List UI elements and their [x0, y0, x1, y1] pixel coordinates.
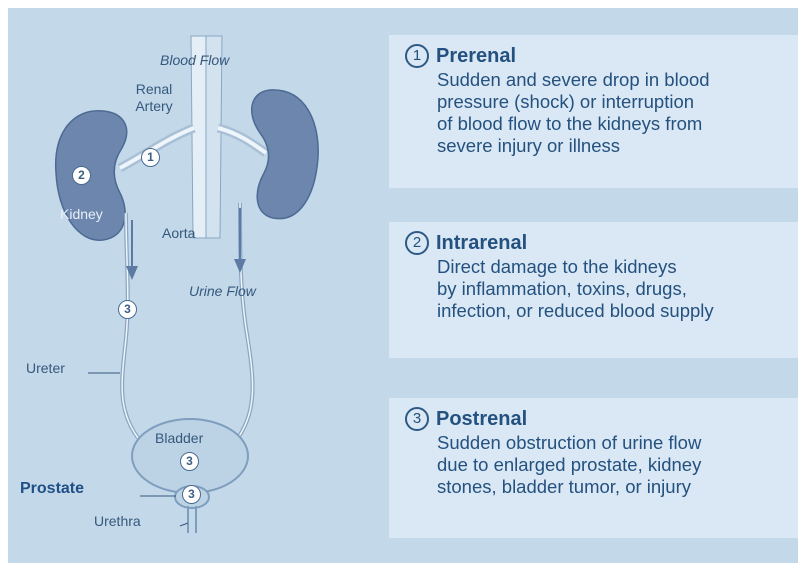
- cause-description: Direct damage to the kidneys by inflamma…: [437, 256, 798, 322]
- cause-title: Postrenal: [436, 408, 527, 431]
- cause-description-line: Sudden and severe drop in blood: [437, 69, 798, 91]
- blood-flow-label: Blood Flow: [160, 52, 229, 68]
- cause-card-postrenal: 3 Postrenal Sudden obstruction of urine …: [389, 398, 798, 538]
- renal-artery-label-line2: Artery: [129, 98, 179, 114]
- renal-artery-label-line1: Renal: [129, 81, 179, 97]
- cause-card-prerenal: 1 Prerenal Sudden and severe drop in blo…: [389, 35, 798, 188]
- cause-description-line: infection, or reduced blood supply: [437, 300, 798, 322]
- prostate-label: Prostate: [20, 481, 84, 497]
- cause-description-line: stones, bladder tumor, or injury: [437, 476, 798, 498]
- cause-description: Sudden and severe drop in blood pressure…: [437, 69, 798, 157]
- cause-description-line: of blood flow to the kidneys from: [437, 113, 798, 135]
- cause-description-line: Direct damage to the kidneys: [437, 256, 798, 278]
- diagram-panel: Blood Flow Renal Artery Kidney Aorta Uri…: [8, 8, 798, 563]
- bladder-label: Bladder: [155, 430, 203, 446]
- urine-flow-arrow-right-head: [234, 259, 246, 273]
- urethra-shape: [188, 506, 196, 533]
- urethra-leader-line: [180, 523, 188, 526]
- urine-flow-label: Urine Flow: [189, 283, 256, 299]
- cause-number-badge: 1: [405, 44, 429, 68]
- cause-description-line: Sudden obstruction of urine flow: [437, 432, 798, 454]
- cause-title: Intrarenal: [436, 232, 527, 255]
- bladder-marker: 3: [180, 452, 199, 471]
- renal-artery-marker: 1: [141, 148, 160, 167]
- kidney-label: Kidney: [60, 206, 103, 222]
- cause-card-intrarenal: 2 Intrarenal Direct damage to the kidney…: [389, 222, 798, 358]
- left-ureter: [122, 213, 138, 438]
- ureter-label: Ureter: [26, 360, 65, 376]
- cause-number-badge: 2: [405, 231, 429, 255]
- ureter-marker: 3: [118, 300, 137, 319]
- cause-description-line: pressure (shock) or interruption: [437, 91, 798, 113]
- prostate-marker: 3: [182, 485, 201, 504]
- cause-description: Sudden obstruction of urine flow due to …: [437, 432, 798, 498]
- cause-description-line: due to enlarged prostate, kidney: [437, 454, 798, 476]
- kidney-marker: 2: [72, 166, 91, 185]
- cause-description-line: severe injury or illness: [437, 135, 798, 157]
- urethra-label: Urethra: [94, 513, 141, 529]
- cause-title: Prerenal: [436, 45, 516, 68]
- cause-description-line: by inflammation, toxins, drugs,: [437, 278, 798, 300]
- aorta-label: Aorta: [162, 225, 195, 241]
- cause-number-badge: 3: [405, 407, 429, 431]
